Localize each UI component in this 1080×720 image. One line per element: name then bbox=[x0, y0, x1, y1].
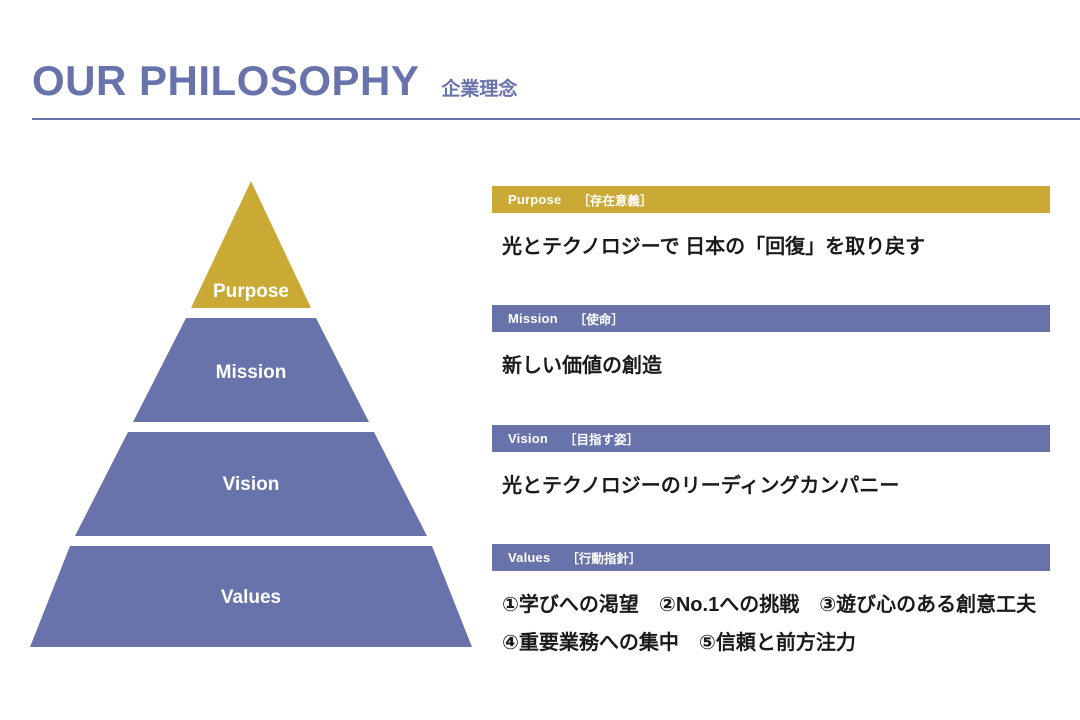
section-title-jp-values: ［行動指針］ bbox=[566, 552, 642, 566]
philosophy-pyramid-diagram: Purpose Mission Vision Values bbox=[0, 160, 490, 660]
pyramid-tier-label-vision: Vision bbox=[223, 474, 280, 495]
section-body-mission: 新しい価値の創造 bbox=[492, 332, 1050, 385]
section-header-bar-vision: Vision ［目指す姿］ bbox=[492, 425, 1050, 452]
section-purpose: Purpose ［存在意義］ 光とテクノロジーで 日本の「回復」を取り戻す bbox=[492, 186, 1050, 266]
title-row: OUR PHILOSOPHY 企業理念 bbox=[32, 60, 517, 102]
section-line: ④重要業務への集中 ⑤信頼と前方注力 bbox=[502, 632, 856, 654]
pyramid-tier-label-mission: Mission bbox=[216, 362, 287, 383]
section-values: Values ［行動指針］ ①学びへの渇望 ②No.1への挑戦 ③遊び心のある創… bbox=[492, 544, 1050, 662]
section-line: 光とテクノロジーで 日本の「回復」を取り戻す bbox=[502, 236, 926, 258]
section-header-bar-values: Values ［行動指針］ bbox=[492, 544, 1050, 571]
section-body-vision: 光とテクノロジーのリーディングカンパニー bbox=[492, 452, 1050, 505]
pyramid-tier-mission bbox=[133, 318, 369, 422]
page-title: OUR PHILOSOPHY bbox=[32, 57, 420, 104]
page-subtitle: 企業理念 bbox=[441, 79, 518, 100]
section-header-bar-mission: Mission ［使命］ bbox=[492, 305, 1050, 332]
section-title-en-values: Values bbox=[508, 550, 551, 565]
section-title-en-vision: Vision bbox=[508, 431, 548, 446]
section-title-jp-vision: ［目指す姿］ bbox=[563, 433, 639, 447]
section-title-jp-mission: ［使命］ bbox=[573, 313, 624, 327]
section-line: ①学びへの渇望 ②No.1への挑戦 ③遊び心のある創意工夫 bbox=[502, 594, 1037, 616]
section-line: 光とテクノロジーのリーディングカンパニー bbox=[502, 475, 900, 497]
section-header-bar-purpose: Purpose ［存在意義］ bbox=[492, 186, 1050, 213]
section-title-en-purpose: Purpose bbox=[508, 192, 562, 207]
section-vision: Vision ［目指す姿］ 光とテクノロジーのリーディングカンパニー bbox=[492, 425, 1050, 505]
section-mission: Mission ［使命］ 新しい価値の創造 bbox=[492, 305, 1050, 385]
pyramid-tier-vision bbox=[75, 432, 427, 536]
pyramid-tier-label-values: Values bbox=[221, 587, 281, 608]
section-body-purpose: 光とテクノロジーで 日本の「回復」を取り戻す bbox=[492, 213, 1050, 266]
page-header: OUR PHILOSOPHY 企業理念 bbox=[0, 0, 1080, 120]
section-title-jp-purpose: ［存在意義］ bbox=[577, 194, 653, 208]
pyramid-tier-values bbox=[30, 546, 472, 647]
pyramid-tier-purpose bbox=[191, 181, 311, 308]
section-body-values: ①学びへの渇望 ②No.1への挑戦 ③遊び心のある創意工夫 ④重要業務への集中 … bbox=[492, 571, 1050, 662]
header-divider bbox=[32, 118, 1080, 120]
section-title-en-mission: Mission bbox=[508, 311, 558, 326]
section-line: 新しい価値の創造 bbox=[502, 355, 662, 377]
pyramid-tier-label-purpose: Purpose bbox=[213, 281, 289, 302]
